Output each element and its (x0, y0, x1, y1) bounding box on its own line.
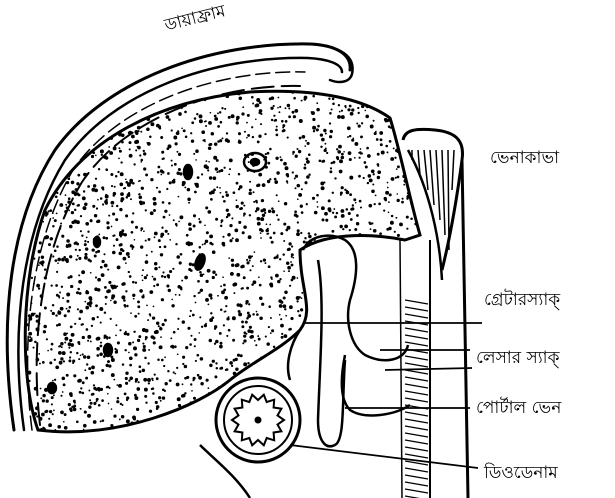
vena-cava (400, 129, 468, 498)
liver-outline (25, 91, 420, 432)
label-duodenum: ডিওডেনাম (484, 465, 558, 482)
label-lesser-sac: লেসার স্যাক্ (476, 350, 559, 367)
label-greater-sac: গ্রেটারস্যাক্ (484, 292, 560, 309)
lower-edge (200, 445, 250, 498)
label-portal-vein: পোর্টাল ভেন (476, 400, 561, 417)
lesser-sac (288, 236, 410, 447)
diaphragm-band (7, 44, 352, 430)
label-vena-cava: ভেনাকাভা (490, 150, 559, 167)
duodenum (216, 378, 300, 462)
posterior-hatching (405, 300, 428, 498)
